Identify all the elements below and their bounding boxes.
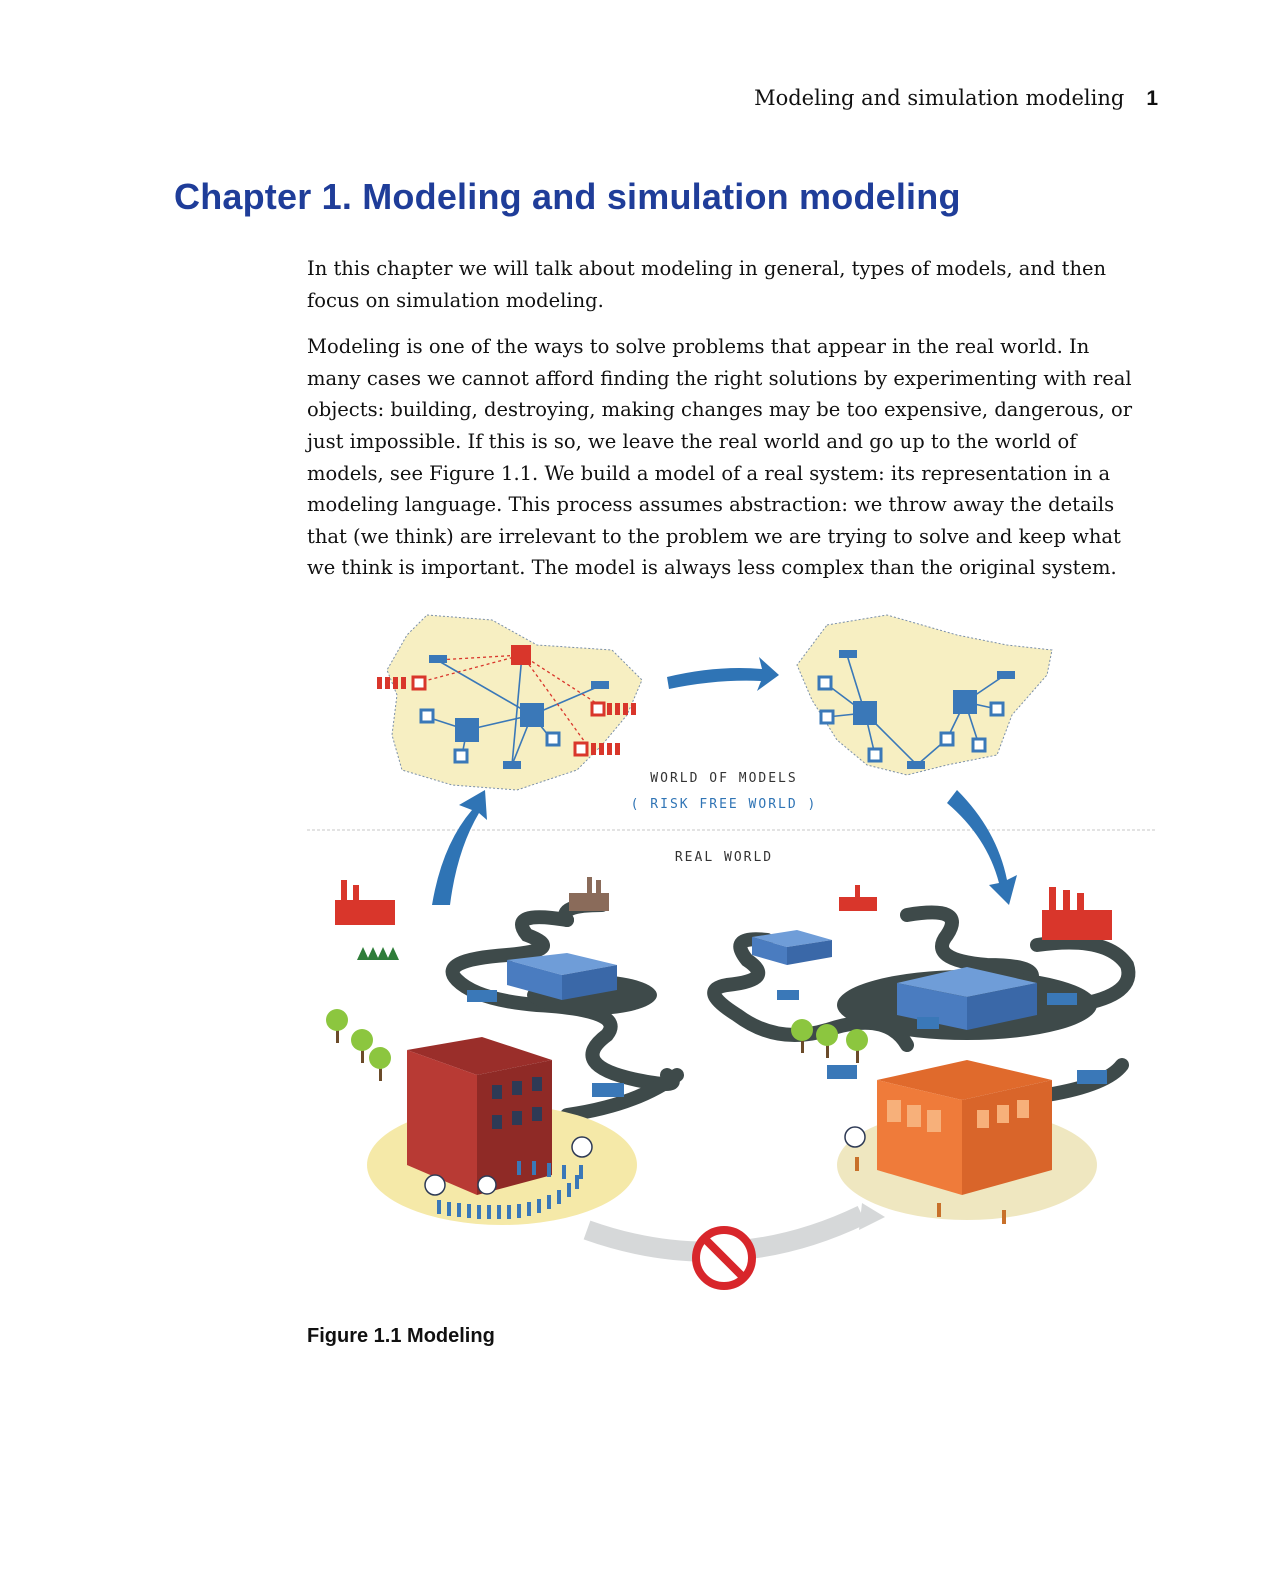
- prohibited-icon: [692, 1226, 756, 1290]
- question-bubble-icon: [424, 1174, 446, 1196]
- figure-caption: Figure 1.1 Modeling: [307, 1325, 495, 1347]
- factory-left: [335, 880, 395, 925]
- warehouse-left: [507, 953, 617, 1000]
- body-text: In this chapter we will talk about model…: [307, 253, 1147, 599]
- unhappy-face-icon: [571, 1136, 593, 1158]
- label-world-of-models: WORLD OF MODELS: [650, 771, 797, 786]
- warehouse-right: [897, 967, 1037, 1030]
- label-real-world: REAL WORLD: [675, 850, 773, 865]
- paragraph-modeling: Modeling is one of the ways to solve pro…: [307, 335, 1133, 580]
- running-header: Modeling and simulation modeling 1: [754, 86, 1158, 111]
- customer-queue: [437, 1161, 583, 1219]
- warehouse-top-right: [752, 930, 832, 965]
- factory-right: [1042, 887, 1112, 940]
- arrow-down-to-real: [947, 790, 1017, 905]
- happy-face-icon: [844, 1126, 866, 1148]
- store-red: [407, 1037, 552, 1195]
- happy-customers: [855, 1157, 1006, 1224]
- arrow-up-to-models: [432, 790, 487, 905]
- trucks: [467, 990, 1107, 1097]
- page-number: 1: [1146, 87, 1158, 110]
- figure-illustration: WORLD OF MODELS ( RISK FREE WORLD ) REAL…: [307, 614, 1155, 1290]
- store-orange: [877, 1060, 1052, 1195]
- right-map-illustration: [796, 614, 1053, 776]
- arrow-to-solution: [667, 657, 779, 691]
- factory-mid: [839, 885, 877, 911]
- left-map-illustration: [377, 614, 643, 791]
- running-header-title: Modeling and simulation modeling: [754, 86, 1125, 110]
- label-risk-free-world: ( RISK FREE WORLD ): [631, 797, 818, 812]
- paragraph-intro: In this chapter we will talk about model…: [307, 257, 1107, 312]
- clock-bubble-icon: [477, 1175, 497, 1195]
- factory-top: [569, 877, 609, 911]
- figure-modeling: WORLD OF MODELS ( RISK FREE WORLD ) REAL…: [307, 605, 1155, 1295]
- trees: [326, 947, 868, 1081]
- chapter-title: Chapter 1. Modeling and simulation model…: [174, 176, 961, 217]
